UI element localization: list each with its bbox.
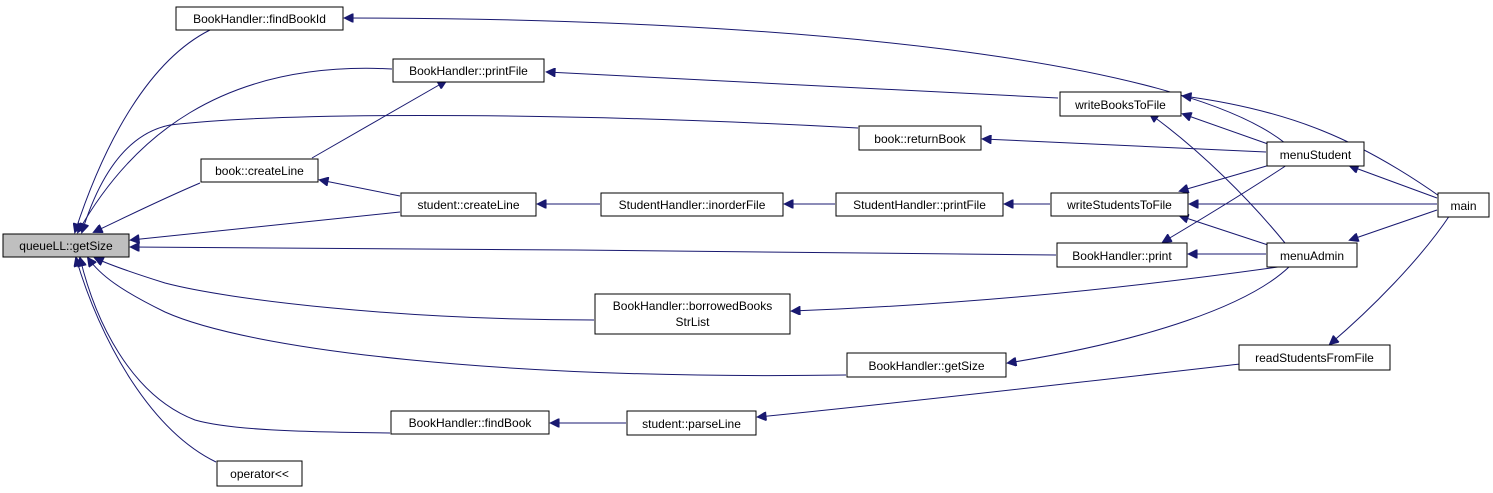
node-operator-stream[interactable]: operator<< bbox=[216, 460, 303, 487]
edge-bhgetsize-to-getsize bbox=[88, 258, 847, 377]
node-label: StudentHandler::inorderFile bbox=[619, 198, 766, 212]
node-label: writeBooksToFile bbox=[1074, 98, 1166, 112]
node-label: readStudentsFromFile bbox=[1255, 351, 1374, 365]
node-label: BookHandler::findBookId bbox=[193, 12, 326, 26]
edge-bhprintfile-to-getsize bbox=[78, 67, 393, 232]
node-label-line-2: StrList bbox=[675, 315, 710, 329]
node-student-createline[interactable]: student::createLine bbox=[400, 192, 537, 217]
edge-writebooks-to-bhprintfile bbox=[547, 72, 1059, 99]
node-label: BookHandler::findBook bbox=[409, 416, 533, 430]
edge-bookcreateline-to-getsize bbox=[94, 182, 201, 232]
edge-readstudents-to-parseline bbox=[758, 363, 1241, 417]
nodes: queueLL::getSize BookHandler::findBookId… bbox=[2, 6, 1490, 487]
edge-menustudent-to-bhprint bbox=[1163, 164, 1288, 242]
node-writestudentstofile[interactable]: writeStudentsToFile bbox=[1050, 192, 1189, 217]
node-studenthandler-printfile[interactable]: StudentHandler::printFile bbox=[835, 192, 1004, 217]
edge-main-to-readstudents bbox=[1330, 214, 1451, 344]
node-writebookstofile[interactable]: writeBooksToFile bbox=[1059, 91, 1182, 117]
node-label: BookHandler::print bbox=[1072, 249, 1172, 263]
edge-main-to-menustudent bbox=[1350, 166, 1438, 199]
edge-returnbook-to-getsize bbox=[82, 114, 859, 232]
edge-menuadmin-to-bhgetsize bbox=[1008, 265, 1291, 363]
node-label-line-1: BookHandler::borrowedBooks bbox=[613, 299, 772, 313]
node-label: BookHandler::printFile bbox=[409, 64, 528, 78]
node-label: operator<< bbox=[230, 467, 289, 481]
node-bookhandler-printfile[interactable]: BookHandler::printFile bbox=[392, 58, 545, 83]
node-menuadmin[interactable]: menuAdmin bbox=[1266, 242, 1358, 268]
edge-bhprint-to-getsize bbox=[131, 247, 1057, 256]
edge-main-to-menuadmin bbox=[1350, 209, 1438, 240]
node-queuell-getsize[interactable]: queueLL::getSize bbox=[2, 233, 130, 258]
node-book-createline[interactable]: book::createLine bbox=[200, 158, 319, 183]
edge-menuadmin-to-writebooks bbox=[1150, 114, 1286, 244]
edges bbox=[75, 18, 1451, 463]
edge-main-to-writebooks bbox=[1183, 96, 1443, 199]
node-student-parseline[interactable]: student::parseLine bbox=[626, 410, 757, 436]
edge-menuadmin-to-writestudents bbox=[1180, 216, 1269, 246]
edge-operator-to-getsize bbox=[76, 258, 217, 463]
node-label: queueLL::getSize bbox=[19, 239, 113, 253]
edge-bookcreateline-to-bhprintfile bbox=[311, 81, 446, 159]
node-label: main bbox=[1450, 199, 1476, 213]
node-bookhandler-findbook[interactable]: BookHandler::findBook bbox=[390, 410, 550, 435]
node-label: BookHandler::getSize bbox=[868, 359, 984, 373]
node-label: student::parseLine bbox=[642, 417, 741, 431]
edge-menuadmin-to-borrowed bbox=[792, 265, 1286, 311]
edge-findbookid-to-getsize bbox=[75, 29, 211, 232]
edge-menustudent-to-writebooks bbox=[1183, 114, 1269, 145]
node-label: book::createLine bbox=[215, 164, 304, 178]
node-bookhandler-getsize[interactable]: BookHandler::getSize bbox=[846, 352, 1007, 378]
node-bookhandler-print[interactable]: BookHandler::print bbox=[1056, 242, 1188, 268]
edge-menustudent-to-returnbook bbox=[983, 139, 1267, 153]
node-label: writeStudentsToFile bbox=[1066, 198, 1172, 212]
node-main[interactable]: main bbox=[1437, 192, 1490, 218]
node-readstudentsfromfile[interactable]: readStudentsFromFile bbox=[1238, 344, 1391, 371]
node-label: book::returnBook bbox=[874, 132, 966, 146]
edge-studentcreateline-to-getsize bbox=[131, 211, 401, 240]
node-label: menuStudent bbox=[1280, 148, 1352, 162]
node-label: student::createLine bbox=[417, 198, 519, 212]
edge-menustudent-to-findbookid bbox=[345, 18, 1286, 144]
node-book-returnbook[interactable]: book::returnBook bbox=[858, 125, 982, 151]
edge-findbook-to-getsize bbox=[80, 258, 391, 434]
edge-borrowed-to-getsize bbox=[95, 258, 595, 321]
node-label: menuAdmin bbox=[1280, 249, 1344, 263]
node-bookhandler-findbookid[interactable]: BookHandler::findBookId bbox=[175, 6, 344, 31]
node-menustudent[interactable]: menuStudent bbox=[1266, 141, 1365, 167]
edge-studentcreateline-to-bookcreateline bbox=[320, 180, 401, 197]
node-studenthandler-inorderfile[interactable]: StudentHandler::inorderFile bbox=[600, 192, 784, 217]
node-label: StudentHandler::printFile bbox=[853, 198, 986, 212]
node-bookhandler-borrowedbooksstrlist[interactable]: BookHandler::borrowedBooks StrList bbox=[594, 293, 791, 335]
